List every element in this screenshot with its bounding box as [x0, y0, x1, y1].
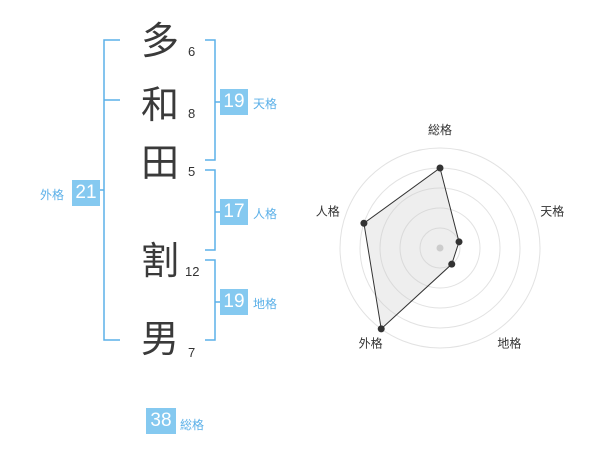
radar-point-4 — [377, 325, 385, 333]
radar-grid-ring — [379, 187, 501, 309]
radar-point-2 — [455, 238, 463, 246]
stroke-count-2: 8 — [188, 106, 196, 121]
radar-point-3 — [448, 260, 456, 268]
radar-grid-ring — [399, 207, 481, 289]
jinkaku-score: 17 — [220, 199, 248, 225]
radar-axis-label-2: 天格 — [540, 204, 564, 219]
soukaku-label: 総格 — [180, 418, 205, 432]
stroke-count-1: 6 — [188, 44, 196, 59]
name-char-2: 和 — [140, 83, 179, 127]
chikaku-score: 19 — [220, 289, 248, 315]
radar-axis-label-1: 総格 — [428, 122, 452, 137]
tenkaku-label: 天格 — [253, 97, 278, 111]
radar-point-1 — [436, 164, 444, 172]
radar-axis-label-3: 地格 — [497, 335, 521, 350]
radar-grid-ring — [339, 147, 541, 349]
radar-center-dot — [436, 244, 444, 252]
name-char-4: 割 — [140, 239, 179, 283]
gaikaku-score: 21 — [72, 180, 100, 206]
name-char-1: 多 — [140, 19, 179, 63]
radar-point-5 — [360, 219, 368, 227]
radar-axis-label-5: 人格 — [316, 204, 340, 219]
chikaku-label: 地格 — [253, 297, 278, 311]
radar-grid-ring — [419, 227, 461, 269]
stroke-count-3: 5 — [188, 164, 196, 179]
gaikaku-label: 外格 — [40, 188, 65, 202]
radar-series-area — [363, 167, 460, 330]
name-char-5: 男 — [140, 317, 179, 361]
name-char-3: 田 — [140, 141, 179, 185]
jinkaku-label: 人格 — [253, 207, 278, 221]
radar-axis-label-4: 外格 — [359, 335, 383, 350]
stroke-count-4: 12 — [185, 264, 200, 279]
tenkaku-score: 19 — [220, 89, 248, 115]
soukaku-score: 38 — [146, 408, 176, 434]
stroke-count-5: 7 — [188, 345, 196, 360]
